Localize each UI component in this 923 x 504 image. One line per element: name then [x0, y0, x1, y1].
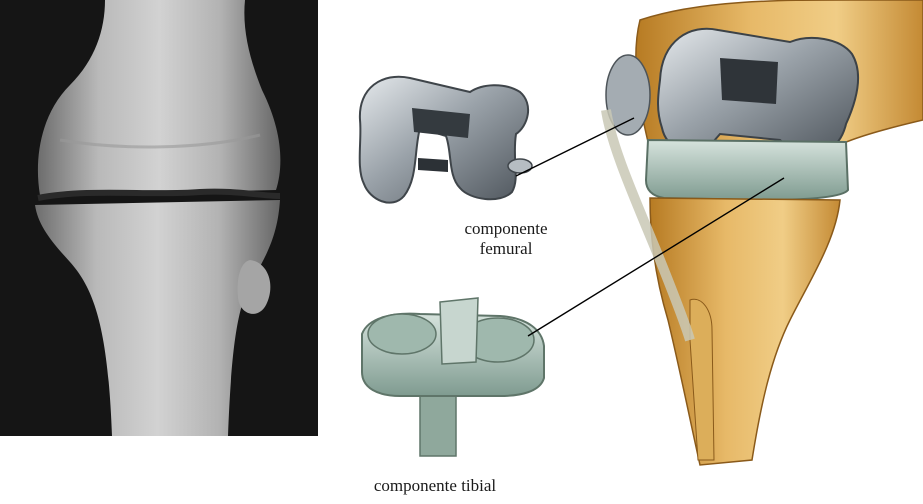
tibial-component-label: componente tibial [360, 476, 510, 496]
femoral-component-illustration [360, 77, 532, 203]
tibial-component-illustration [362, 298, 544, 456]
xray-image [0, 0, 318, 436]
knee-anatomy-illustration [606, 0, 923, 465]
femoral-label-line1: componente [446, 219, 566, 239]
femoral-component-label: componente femural [446, 219, 566, 259]
femoral-label-line2: femural [446, 239, 566, 259]
